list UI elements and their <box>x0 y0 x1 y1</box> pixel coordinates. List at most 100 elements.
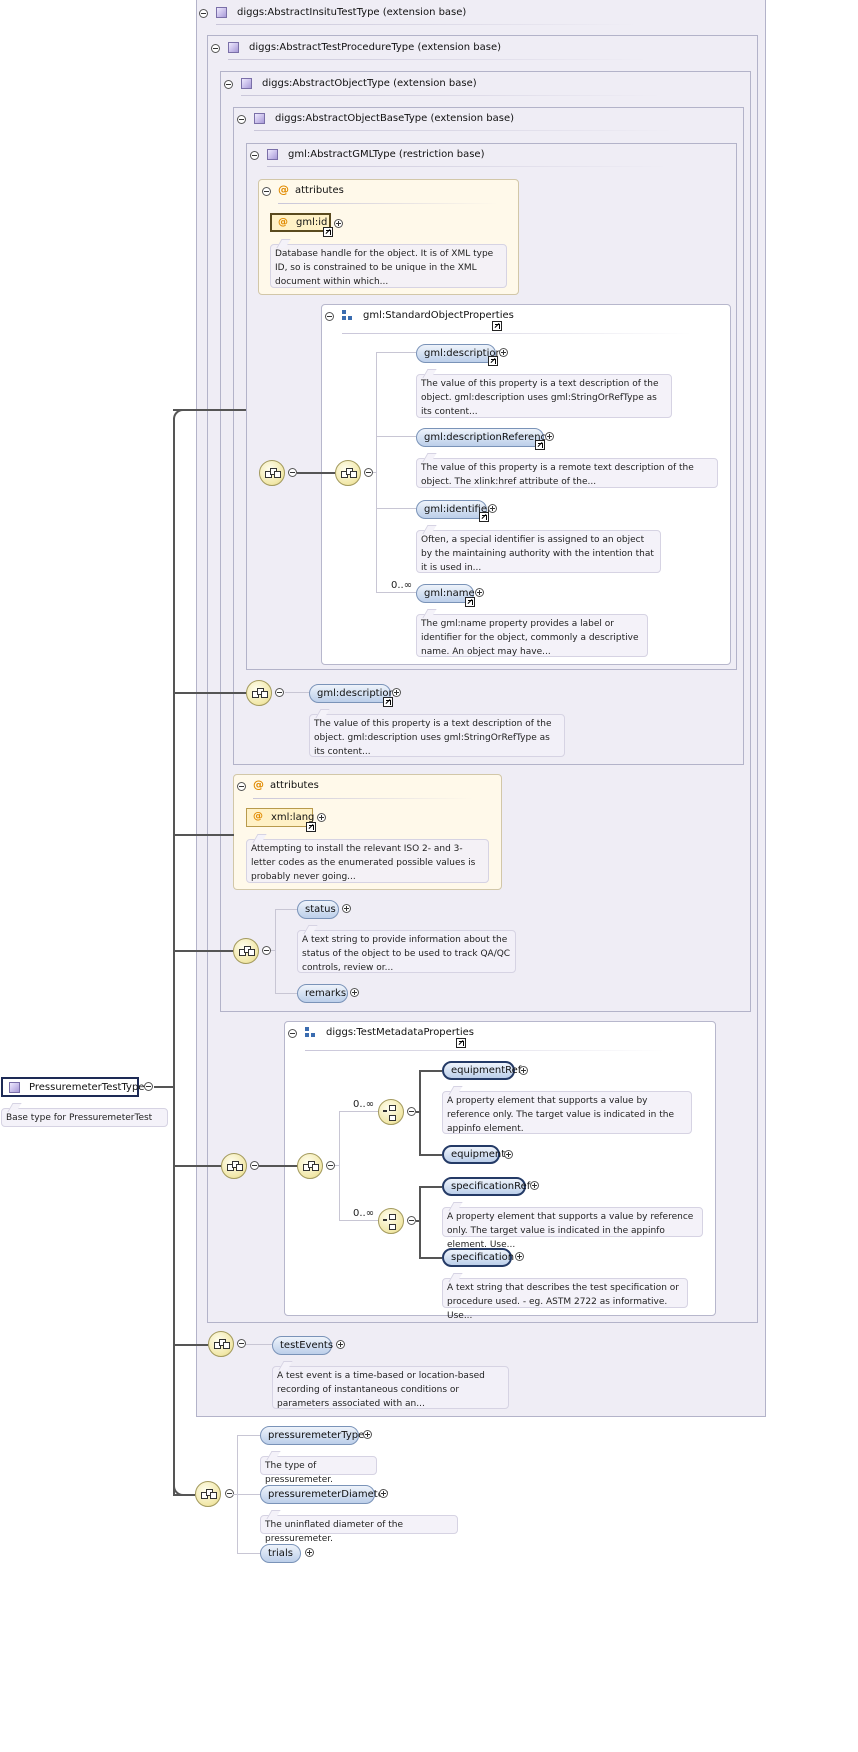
reference-icon[interactable] <box>465 597 475 607</box>
gml-attributes-header: attributes <box>295 185 344 196</box>
gml-identifier-element[interactable]: gml:identifier <box>416 500 491 519</box>
test-metadata-collapse-button[interactable] <box>288 1029 297 1038</box>
remarks-element[interactable]: remarks <box>297 984 348 1003</box>
attribute-icon: @ <box>278 183 289 196</box>
reference-icon[interactable] <box>479 512 489 522</box>
pressuremeter-diameter-element[interactable]: pressuremeterDiameter <box>260 1485 388 1504</box>
complex-type-icon <box>9 1082 20 1093</box>
sequence-collapse-button[interactable] <box>364 468 373 477</box>
sequence-compositor-icon <box>297 1153 323 1179</box>
reference-icon[interactable] <box>492 321 502 331</box>
specification-ref-expand-button[interactable] <box>530 1181 539 1190</box>
reference-icon[interactable] <box>456 1038 466 1048</box>
sequence-collapse-button[interactable] <box>262 946 271 955</box>
sequence-compositor-icon <box>195 1481 221 1507</box>
gml-description-reference-element[interactable]: gml:descriptionReference <box>416 428 552 447</box>
reference-icon[interactable] <box>535 440 545 450</box>
gml-type-header: gml:AbstractGMLType (restriction base) <box>288 149 485 160</box>
gml-name-expand-button[interactable] <box>475 588 484 597</box>
test-events-doc: A test event is a time-based or location… <box>272 1366 509 1409</box>
equipment-expand-button[interactable] <box>504 1150 513 1159</box>
pressuremeter-type-expand-button[interactable] <box>363 1430 372 1439</box>
trials-expand-button[interactable] <box>305 1548 314 1557</box>
specification-element[interactable]: specification <box>442 1248 514 1267</box>
object-type-header: diggs:AbstractObjectType (extension base… <box>262 78 477 89</box>
sequence-compositor-icon <box>221 1153 247 1179</box>
gml-description-element[interactable]: gml:description <box>416 344 502 363</box>
procedure-type-header: diggs:AbstractTestProcedureType (extensi… <box>249 42 502 53</box>
reference-icon[interactable] <box>323 227 333 237</box>
complex-type-icon <box>241 78 252 89</box>
choice-compositor-icon <box>378 1208 404 1234</box>
objectbase-collapse-button[interactable] <box>237 115 246 124</box>
root-collapse-button[interactable] <box>144 1082 153 1091</box>
insitu-collapse-button[interactable] <box>199 9 208 18</box>
test-metadata-header: diggs:TestMetadataProperties <box>326 1027 474 1038</box>
sequence-compositor-icon <box>259 460 285 486</box>
pressuremeter-type-element[interactable]: pressuremeterType <box>260 1426 364 1445</box>
object-attributes-header: attributes <box>270 780 319 791</box>
choice-compositor-icon <box>378 1099 404 1125</box>
equipment-ref-doc: A property element that supports a value… <box>442 1091 692 1134</box>
base-description-doc: The value of this property is a text des… <box>309 714 565 757</box>
object-attributes-collapse-button[interactable] <box>237 782 246 791</box>
pressuremeter-type-doc: The type of pressuremeter. <box>260 1456 377 1485</box>
reference-icon[interactable] <box>306 822 316 832</box>
group-icon <box>305 1027 316 1038</box>
gml-id-attribute[interactable]: @gml:id <box>270 213 331 232</box>
gml-id-expand-button[interactable] <box>334 219 343 228</box>
test-events-element[interactable]: testEvents <box>272 1336 333 1355</box>
equipment-ref-expand-button[interactable] <box>519 1066 528 1075</box>
sequence-compositor-icon <box>335 460 361 486</box>
pressuremeter-diameter-expand-button[interactable] <box>379 1489 388 1498</box>
gml-identifier-doc: Often, a special identifier is assigned … <box>416 530 661 573</box>
attribute-icon: @ <box>278 217 288 228</box>
objectbase-type-header: diggs:AbstractObjectBaseType (extension … <box>275 113 515 124</box>
xml-lang-doc: Attempting to install the relevant ISO 2… <box>246 839 489 883</box>
procedure-collapse-button[interactable] <box>211 44 220 53</box>
choice-collapse-button[interactable] <box>407 1216 416 1225</box>
xml-lang-attribute[interactable]: @xml:lang <box>246 808 314 827</box>
base-description-expand-button[interactable] <box>392 688 401 697</box>
sequence-collapse-button[interactable] <box>326 1161 335 1170</box>
gml-attributes-collapse-button[interactable] <box>262 187 271 196</box>
complex-type-icon <box>254 113 265 124</box>
sequence-compositor-icon <box>233 938 259 964</box>
gml-id-doc: Database handle for the object. It is of… <box>270 244 507 288</box>
sequence-collapse-button[interactable] <box>225 1489 234 1498</box>
sequence-collapse-button[interactable] <box>275 688 284 697</box>
standard-props-collapse-button[interactable] <box>325 312 334 321</box>
reference-icon[interactable] <box>383 697 393 707</box>
sequence-collapse-button[interactable] <box>288 468 297 477</box>
status-expand-button[interactable] <box>342 904 351 913</box>
sequence-collapse-button[interactable] <box>250 1161 259 1170</box>
gml-description-doc: The value of this property is a text des… <box>416 374 672 418</box>
sequence-collapse-button[interactable] <box>237 1339 246 1348</box>
standard-props-header: gml:StandardObjectProperties <box>363 310 514 321</box>
gml-identifier-expand-button[interactable] <box>488 504 497 513</box>
base-description-element[interactable]: gml:description <box>309 684 395 703</box>
gml-description-reference-expand-button[interactable] <box>545 432 554 441</box>
pressuremeter-diameter-doc: The uninflated diameter of the pressurem… <box>260 1515 458 1544</box>
equipment-ref-element[interactable]: equipmentRef <box>442 1061 521 1080</box>
status-element[interactable]: status <box>297 900 339 919</box>
object-collapse-button[interactable] <box>224 80 233 89</box>
gml-collapse-button[interactable] <box>250 151 259 160</box>
reference-icon[interactable] <box>488 356 498 366</box>
specification-ref-element[interactable]: specificationRef <box>442 1177 530 1196</box>
complex-type-icon <box>228 42 239 53</box>
specification-expand-button[interactable] <box>515 1252 524 1261</box>
gml-name-doc: The gml:name property provides a label o… <box>416 614 648 657</box>
gml-name-element[interactable]: gml:name <box>416 584 475 603</box>
trials-element[interactable]: trials <box>260 1544 301 1563</box>
xml-lang-expand-button[interactable] <box>317 813 326 822</box>
insitu-type-header: diggs:AbstractInsituTestType (extension … <box>237 7 467 18</box>
attribute-icon: @ <box>253 778 264 791</box>
gml-description-expand-button[interactable] <box>499 348 508 357</box>
pressuremeter-test-type-root[interactable]: PressuremeterTestType <box>1 1077 144 1097</box>
test-events-expand-button[interactable] <box>336 1340 345 1349</box>
occurrence-label: 0..∞ <box>353 1208 375 1219</box>
choice-collapse-button[interactable] <box>407 1107 416 1116</box>
equipment-element[interactable]: equipment <box>442 1145 505 1164</box>
remarks-expand-button[interactable] <box>350 988 359 997</box>
